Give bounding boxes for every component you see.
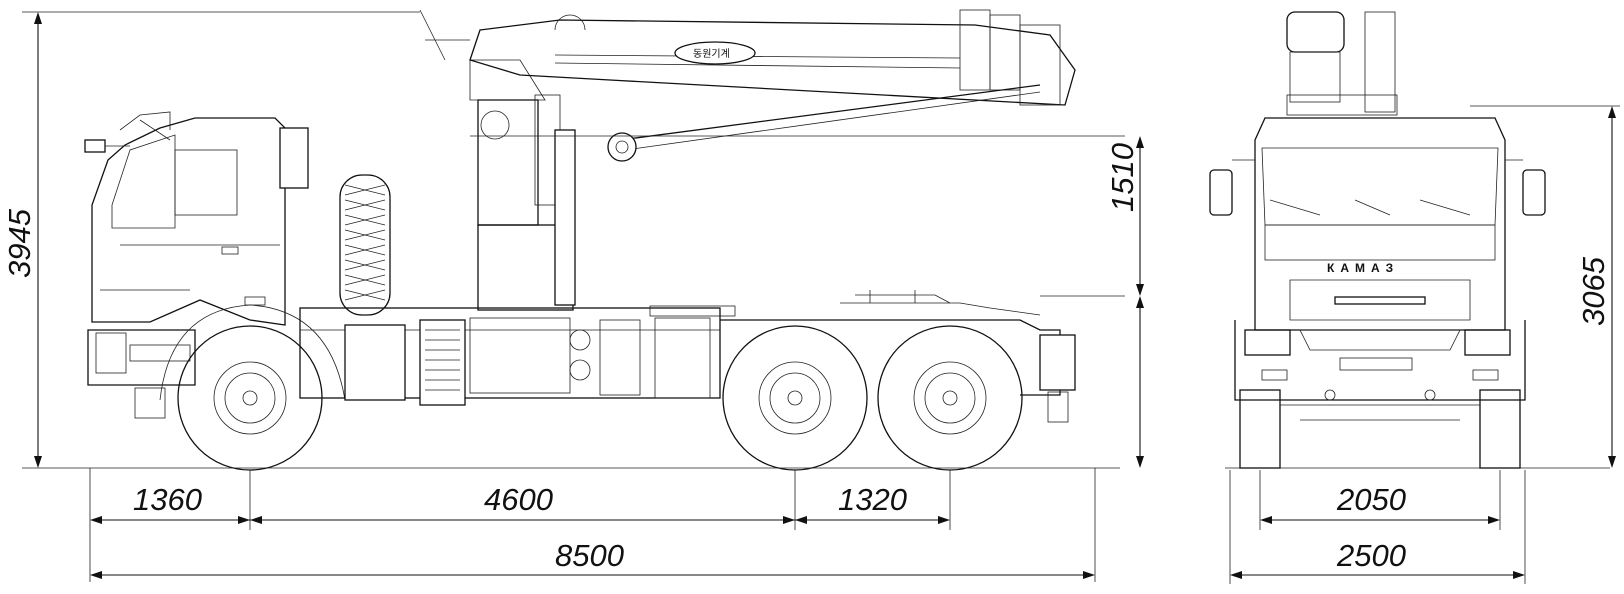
front-dimensions: 3065 2050 2500 (1229, 105, 1620, 584)
crane-column (469, 59, 576, 311)
truck-brand-text: КАМАЗ (1327, 261, 1399, 275)
dim-rear-axle-spacing: 1320 (838, 482, 907, 517)
dim-overall-height: 3945 (2, 208, 37, 278)
dim-overall-length: 8500 (555, 538, 624, 573)
rear-wheel-1 (722, 325, 868, 471)
side-view: 동원기계 (22, 9, 1120, 471)
front-view: КАМАЗ (1209, 11, 1610, 469)
dim-track-width: 2050 (1336, 482, 1406, 517)
rear-wheel-2 (877, 325, 1023, 471)
spare-wheel (339, 174, 391, 316)
dim-crane-height: 1510 (1105, 143, 1140, 212)
dim-rear-height: 3065 (1576, 256, 1611, 326)
dim-front-overhang: 1360 (133, 482, 202, 517)
cab (84, 111, 309, 419)
dim-wheelbase: 4600 (484, 482, 553, 517)
crane-boom: 동원기계 (419, 9, 1076, 162)
dim-overall-width: 2500 (1336, 538, 1406, 573)
side-dimensions: 3945 1510 1360 4600 1320 8500 (2, 11, 1144, 582)
chassis-frame (299, 294, 1076, 423)
crane-logo-text: 동원기계 (693, 48, 730, 60)
